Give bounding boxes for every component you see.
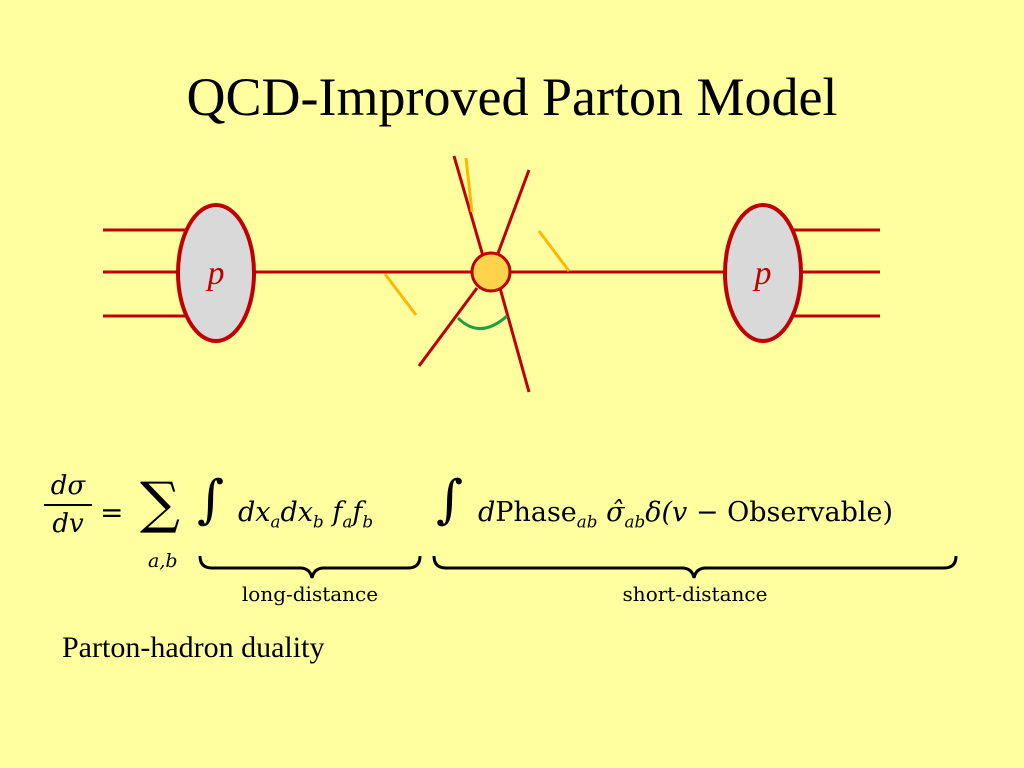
jet-lower-right bbox=[498, 287, 531, 393]
jet-upper-left bbox=[452, 155, 485, 257]
radiation-mark-left bbox=[383, 273, 418, 316]
slide-title: QCD-Improved Parton Model bbox=[186, 67, 838, 127]
proton-left bbox=[176, 203, 256, 343]
underbrace-short-distance bbox=[432, 555, 958, 579]
proton-right bbox=[723, 203, 803, 343]
proton-right-label: p bbox=[753, 255, 772, 292]
underbrace-long-distance bbox=[198, 555, 422, 579]
radiation-mark-top bbox=[464, 157, 474, 213]
outgoing-jets bbox=[417, 155, 531, 393]
hard-scattering-vertex bbox=[470, 251, 512, 293]
angle-arc bbox=[456, 314, 508, 330]
caption-parton-hadron-duality: Parton-hadron duality bbox=[62, 631, 325, 664]
jet-lower-left bbox=[417, 287, 479, 367]
jet-upper-right bbox=[495, 169, 531, 257]
proton-left-label: p bbox=[206, 255, 225, 292]
soft-radiation-marks bbox=[383, 157, 571, 316]
radiation-mark-right bbox=[537, 230, 571, 272]
